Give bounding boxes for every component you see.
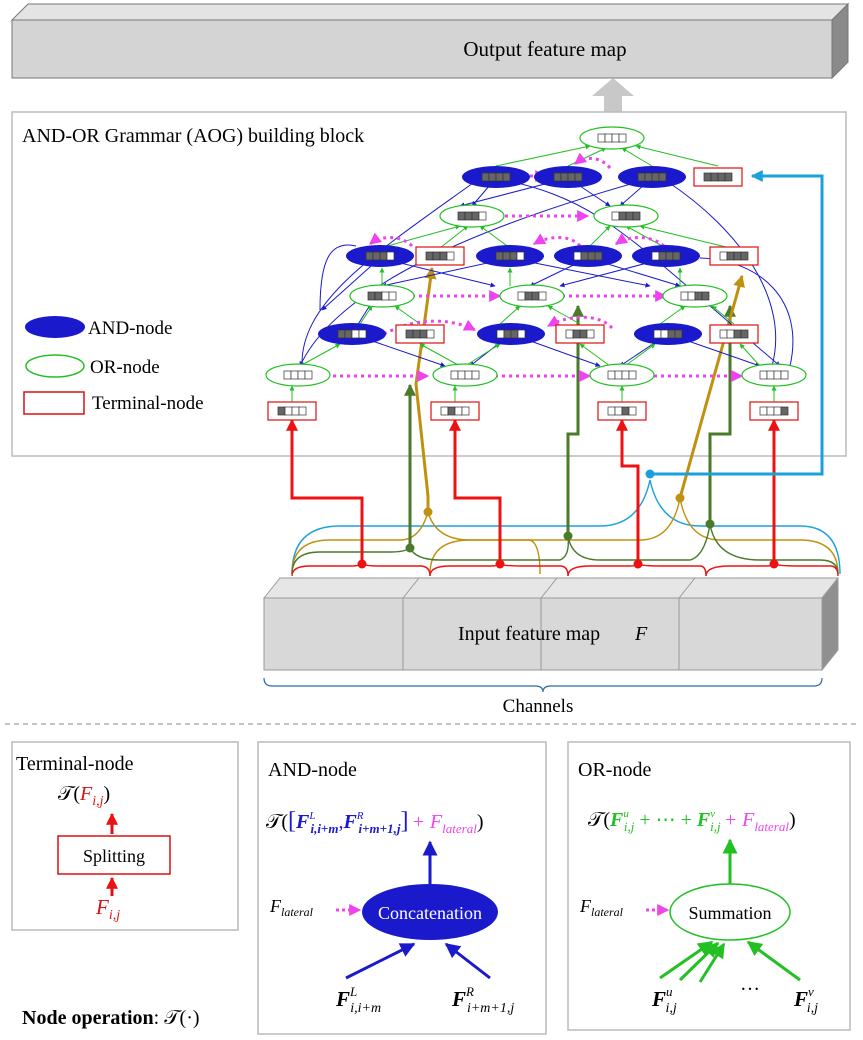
- terminal-node-panel: Terminal-node 𝒯(Fi,j) Splitting Fi,j: [11, 741, 239, 931]
- or-edges: [289, 144, 777, 404]
- aog-or-node: [593, 204, 659, 228]
- aog-and-node: [476, 245, 544, 267]
- output-arrow: [592, 78, 634, 112]
- aog-terminal-node: [395, 324, 445, 344]
- and-lateral-label: Flateral: [269, 896, 314, 919]
- summation-label: Summation: [688, 903, 771, 923]
- aog-and-node: [554, 245, 622, 267]
- aog-terminal-node: [555, 324, 605, 344]
- aog-or-node: [579, 126, 645, 150]
- aog-or-node: [741, 363, 807, 387]
- aog-and-node: [318, 323, 386, 345]
- aog-terminal-node: [749, 401, 799, 421]
- legend-or-node-icon: [25, 354, 85, 378]
- aog-block-frame: [11, 111, 847, 457]
- aog-or-node: [662, 284, 728, 308]
- aog-and-node: [477, 323, 545, 345]
- aog-terminal-node: [709, 324, 759, 344]
- aog-terminal-node: [597, 401, 647, 421]
- aog-terminal-node: [709, 246, 759, 266]
- channel-groupings: [291, 479, 841, 577]
- or-lateral-label: Flateral: [579, 896, 624, 919]
- splitting-box: [57, 835, 171, 875]
- output-feature-map: Output feature map: [10, 2, 850, 80]
- aog-or-node: [349, 284, 415, 308]
- input-connectors: [286, 170, 824, 564]
- or-input-ellipsis: …: [740, 973, 760, 995]
- summation-node: [669, 883, 791, 941]
- legend-and-node-icon: [25, 316, 85, 338]
- aog-and-node: [634, 323, 702, 345]
- aog-and-node: [462, 166, 530, 188]
- input-map-symbol: F: [634, 623, 648, 645]
- input-feature-map: Input feature map F Channels: [262, 576, 840, 717]
- aog-terminal-node: [693, 167, 743, 187]
- splitting-label: Splitting: [83, 846, 145, 866]
- legend-terminal-label: Terminal-node: [92, 393, 204, 414]
- aog-and-node: [346, 245, 414, 267]
- and-panel-title: AND-node: [268, 759, 357, 781]
- node-operation-caption: Node operation: 𝒯(·): [22, 1007, 200, 1029]
- aog-or-node: [265, 363, 331, 387]
- input-junction-dots: [357, 469, 779, 569]
- aog-terminal-node: [267, 401, 317, 421]
- concatenation-node: [362, 884, 498, 940]
- aog-block-title: AND-OR Grammar (AOG) building block: [22, 125, 364, 147]
- channels-label: Channels: [503, 696, 574, 717]
- aog-or-node: [499, 284, 565, 308]
- input-map-label: Input feature map: [458, 623, 600, 645]
- terminal-formula: 𝒯(Fi,j): [58, 783, 110, 809]
- legend-or-label: OR-node: [90, 357, 160, 378]
- concatenation-label: Concatenation: [378, 903, 482, 923]
- or-panel-title: OR-node: [578, 759, 651, 781]
- aog-or-node: [439, 204, 505, 228]
- terminal-input: Fi,j: [95, 895, 120, 923]
- aog-or-node: [432, 363, 498, 387]
- aog-or-node: [589, 363, 655, 387]
- aog-terminal-node: [430, 401, 480, 421]
- output-map-label: Output feature map: [463, 37, 626, 61]
- aog-terminal-node: [415, 246, 465, 266]
- legend-and-label: AND-node: [88, 318, 172, 339]
- terminal-panel-title: Terminal-node: [16, 753, 134, 775]
- legend: AND-node OR-node Terminal-node: [23, 316, 204, 415]
- aog-nodes: [265, 126, 807, 421]
- aog-and-node: [534, 166, 602, 188]
- aog-and-node: [632, 245, 700, 267]
- legend-terminal-node-icon: [23, 391, 85, 415]
- aog-and-node: [618, 166, 686, 188]
